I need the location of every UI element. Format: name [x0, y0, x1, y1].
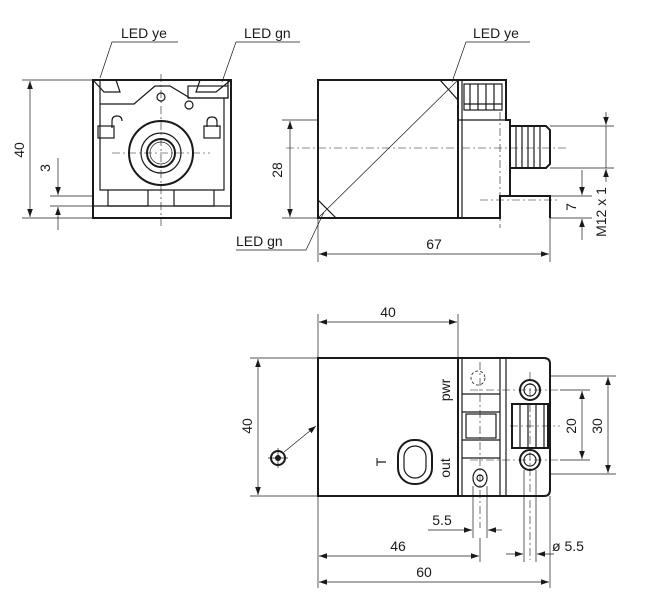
front-led-gn-label: LED gn	[244, 25, 291, 41]
front-offset-dim: 3	[37, 164, 53, 172]
front-led-ye-window	[92, 79, 121, 93]
front-view: 40 3 LED ye LED gn	[11, 25, 300, 230]
top-view: T pwr out 40 40 20	[239, 304, 616, 588]
out-label: out	[437, 458, 453, 478]
side-led-gn-window	[317, 198, 338, 219]
front-mounting-tab-right	[173, 190, 215, 207]
front-height-dim: 40	[11, 142, 27, 158]
side-height-dim: 28	[269, 162, 285, 178]
teach-button	[397, 439, 433, 485]
pwr-label: pwr	[437, 378, 453, 401]
teach-label: T	[373, 457, 389, 466]
side-view: 28 67 7 M12 x 1 LED ye LED gn	[236, 25, 614, 262]
side-thread-dim: M12 x 1	[593, 187, 609, 237]
top-length-dim: 60	[416, 564, 432, 580]
side-view-housing	[457, 80, 551, 219]
front-screw-hole	[156, 92, 166, 102]
side-connector-offset-dim: 7	[563, 203, 579, 211]
side-led-gn-label: LED gn	[236, 233, 283, 249]
top-hole-span-dim: 30	[589, 418, 605, 434]
front-view-body	[92, 79, 232, 219]
top-view-body	[317, 357, 459, 497]
top-hole-pos-dim: 46	[390, 538, 406, 554]
top-view-housing	[458, 357, 551, 497]
unlock-icon	[97, 115, 123, 139]
top-slot-dim: 5.5	[432, 512, 452, 528]
top-height-dim: 40	[239, 418, 255, 434]
top-width-dim: 40	[380, 304, 396, 320]
sensor-target-icon	[268, 425, 317, 468]
lock-icon	[203, 116, 221, 139]
top-hidden-hole-upper	[470, 370, 486, 386]
side-led-ye-window	[438, 79, 459, 102]
top-hole-dia-dim: ø 5.5	[552, 538, 584, 554]
side-led-ye-label: LED ye	[473, 25, 519, 41]
side-length-dim: 67	[426, 236, 442, 252]
top-hole-spacing-dim: 20	[563, 418, 579, 434]
front-led-ye-label: LED ye	[121, 25, 167, 41]
front-mounting-tab-left	[107, 190, 149, 207]
